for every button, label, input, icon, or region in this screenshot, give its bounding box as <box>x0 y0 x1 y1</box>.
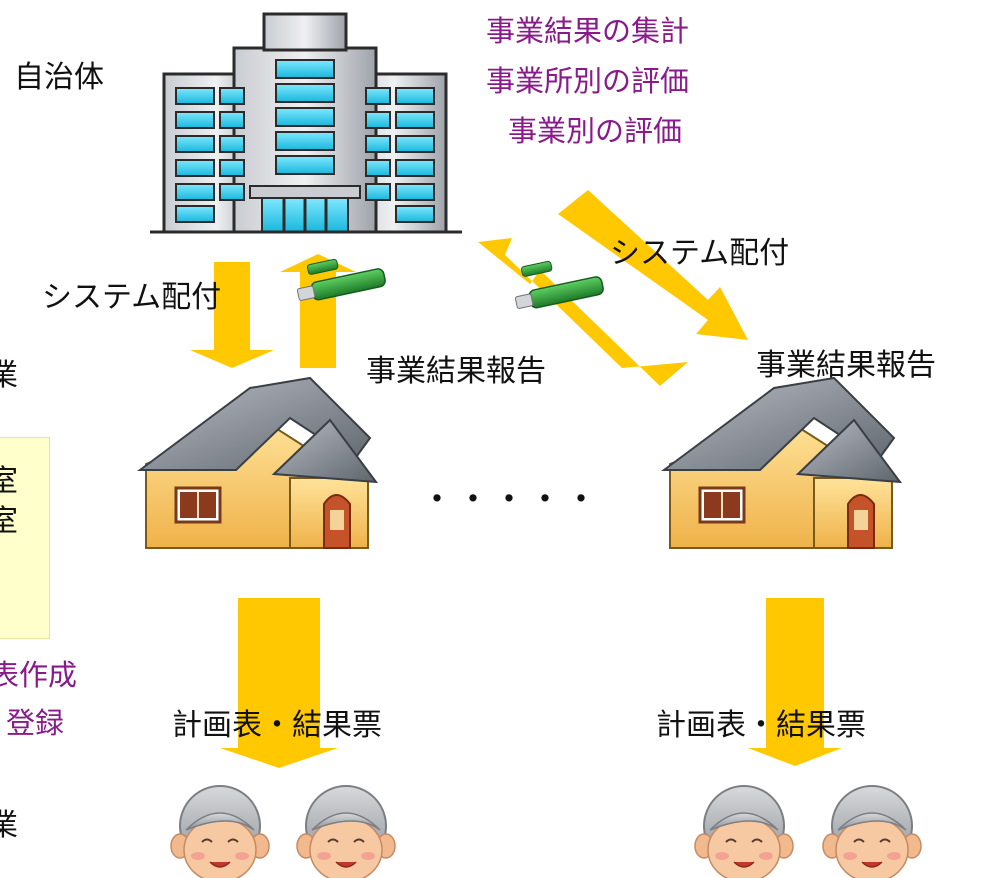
report-label-right: 事業結果報告 <box>756 348 936 383</box>
left-edge-text-1: 業 <box>0 358 18 393</box>
report-diagonal-arrow <box>478 238 688 386</box>
house-icon <box>660 376 903 549</box>
plan-down-arrow-left <box>220 598 338 768</box>
left-edge-text-4: 業 <box>0 808 18 843</box>
report-label-left: 事業結果報告 <box>366 354 546 389</box>
summary-line-3: 事業別の評価 <box>508 114 683 148</box>
left-edge-text-3: 室 <box>0 504 18 539</box>
distribution-diagonal-arrow <box>558 190 748 340</box>
system-distribution-label-left: システム配付 <box>42 280 222 315</box>
plan-down-arrow-right <box>748 598 842 766</box>
plan-result-label-left: 計画表・結果票 <box>172 708 382 743</box>
ellipsis-dots: ・・・・・ <box>420 480 600 520</box>
house-icon <box>136 376 379 549</box>
summary-line-1: 事業結果の集計 <box>486 14 690 48</box>
system-distribution-label-right: システム配付 <box>610 236 790 271</box>
usb-drive-icon <box>521 260 553 277</box>
elderly-face-icon <box>694 785 794 878</box>
elderly-face-icon <box>296 785 396 878</box>
report-up-arrow-left <box>280 254 356 368</box>
plan-result-label-right: 計画表・結果票 <box>656 708 866 743</box>
left-note-panel <box>0 437 50 639</box>
municipality-label: 自治体 <box>14 60 104 95</box>
elderly-face-icon <box>822 785 922 878</box>
distribution-down-arrow-left <box>190 262 274 368</box>
summary-line-2: 事業所別の評価 <box>486 64 690 98</box>
left-edge-purple-1: 表作成 <box>0 658 78 692</box>
office-building-icon <box>150 12 462 234</box>
elderly-face-icon <box>170 785 270 878</box>
usb-drive-icon <box>307 258 339 275</box>
left-edge-text-2: 室 <box>0 464 18 499</box>
left-edge-purple-2: 登録 <box>6 706 65 740</box>
